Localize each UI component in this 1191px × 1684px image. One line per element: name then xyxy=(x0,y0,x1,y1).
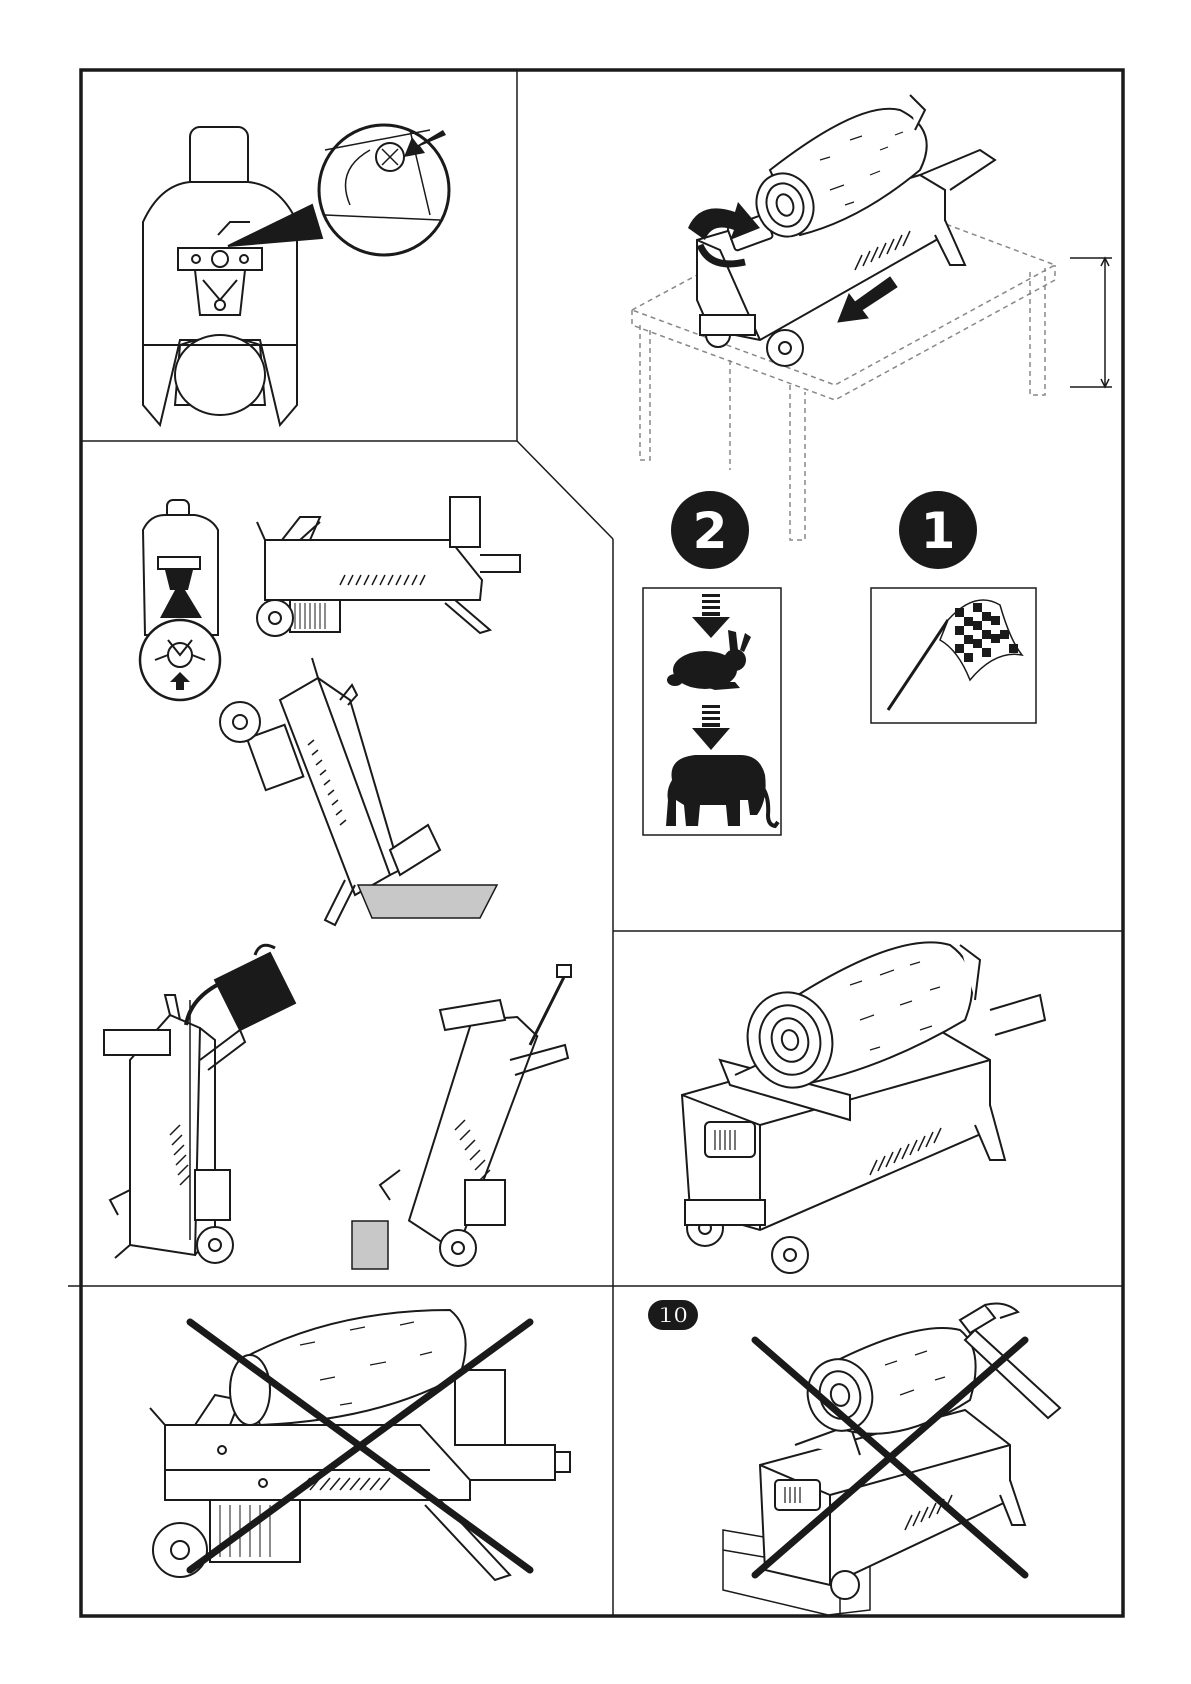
step-badge-ten-label: 10 xyxy=(658,1304,689,1329)
magnifier-callout xyxy=(140,620,220,700)
step-badge-two-label: 2 xyxy=(693,502,728,560)
step-badge-ten: 10 xyxy=(648,1300,698,1330)
oil-can-icon xyxy=(186,945,295,1030)
panel-loaded-log xyxy=(682,942,1045,1273)
panel-prohibited-horizontal xyxy=(150,1310,570,1580)
step-badge-one-label: 1 xyxy=(921,502,956,560)
log-splitter-side-view xyxy=(257,497,520,636)
height-dimension xyxy=(1070,258,1112,387)
panel-drain-oil xyxy=(140,497,520,925)
support-block xyxy=(352,1221,388,1269)
log-splitter-upright-left xyxy=(104,995,245,1263)
step-two-group: 2 xyxy=(643,491,781,835)
panel-front-view xyxy=(143,125,449,425)
log-splitter-upright-right xyxy=(380,1000,568,1266)
panel-oil-refill xyxy=(104,945,571,1269)
panel-prohibited-hammer: 10 xyxy=(648,1300,1060,1615)
dipstick-icon xyxy=(530,965,571,1045)
finish-box xyxy=(871,588,1036,723)
panel-workbench xyxy=(632,95,1112,540)
drain-tray-icon xyxy=(358,885,497,918)
log-splitter-front-view xyxy=(143,127,297,425)
log-splitter-small-front-view xyxy=(143,500,218,635)
log-splitter-machine xyxy=(760,1410,1025,1599)
log-icon xyxy=(230,1310,466,1425)
step-one-group: 1 xyxy=(871,491,1036,723)
magnifier-callout xyxy=(319,125,449,255)
